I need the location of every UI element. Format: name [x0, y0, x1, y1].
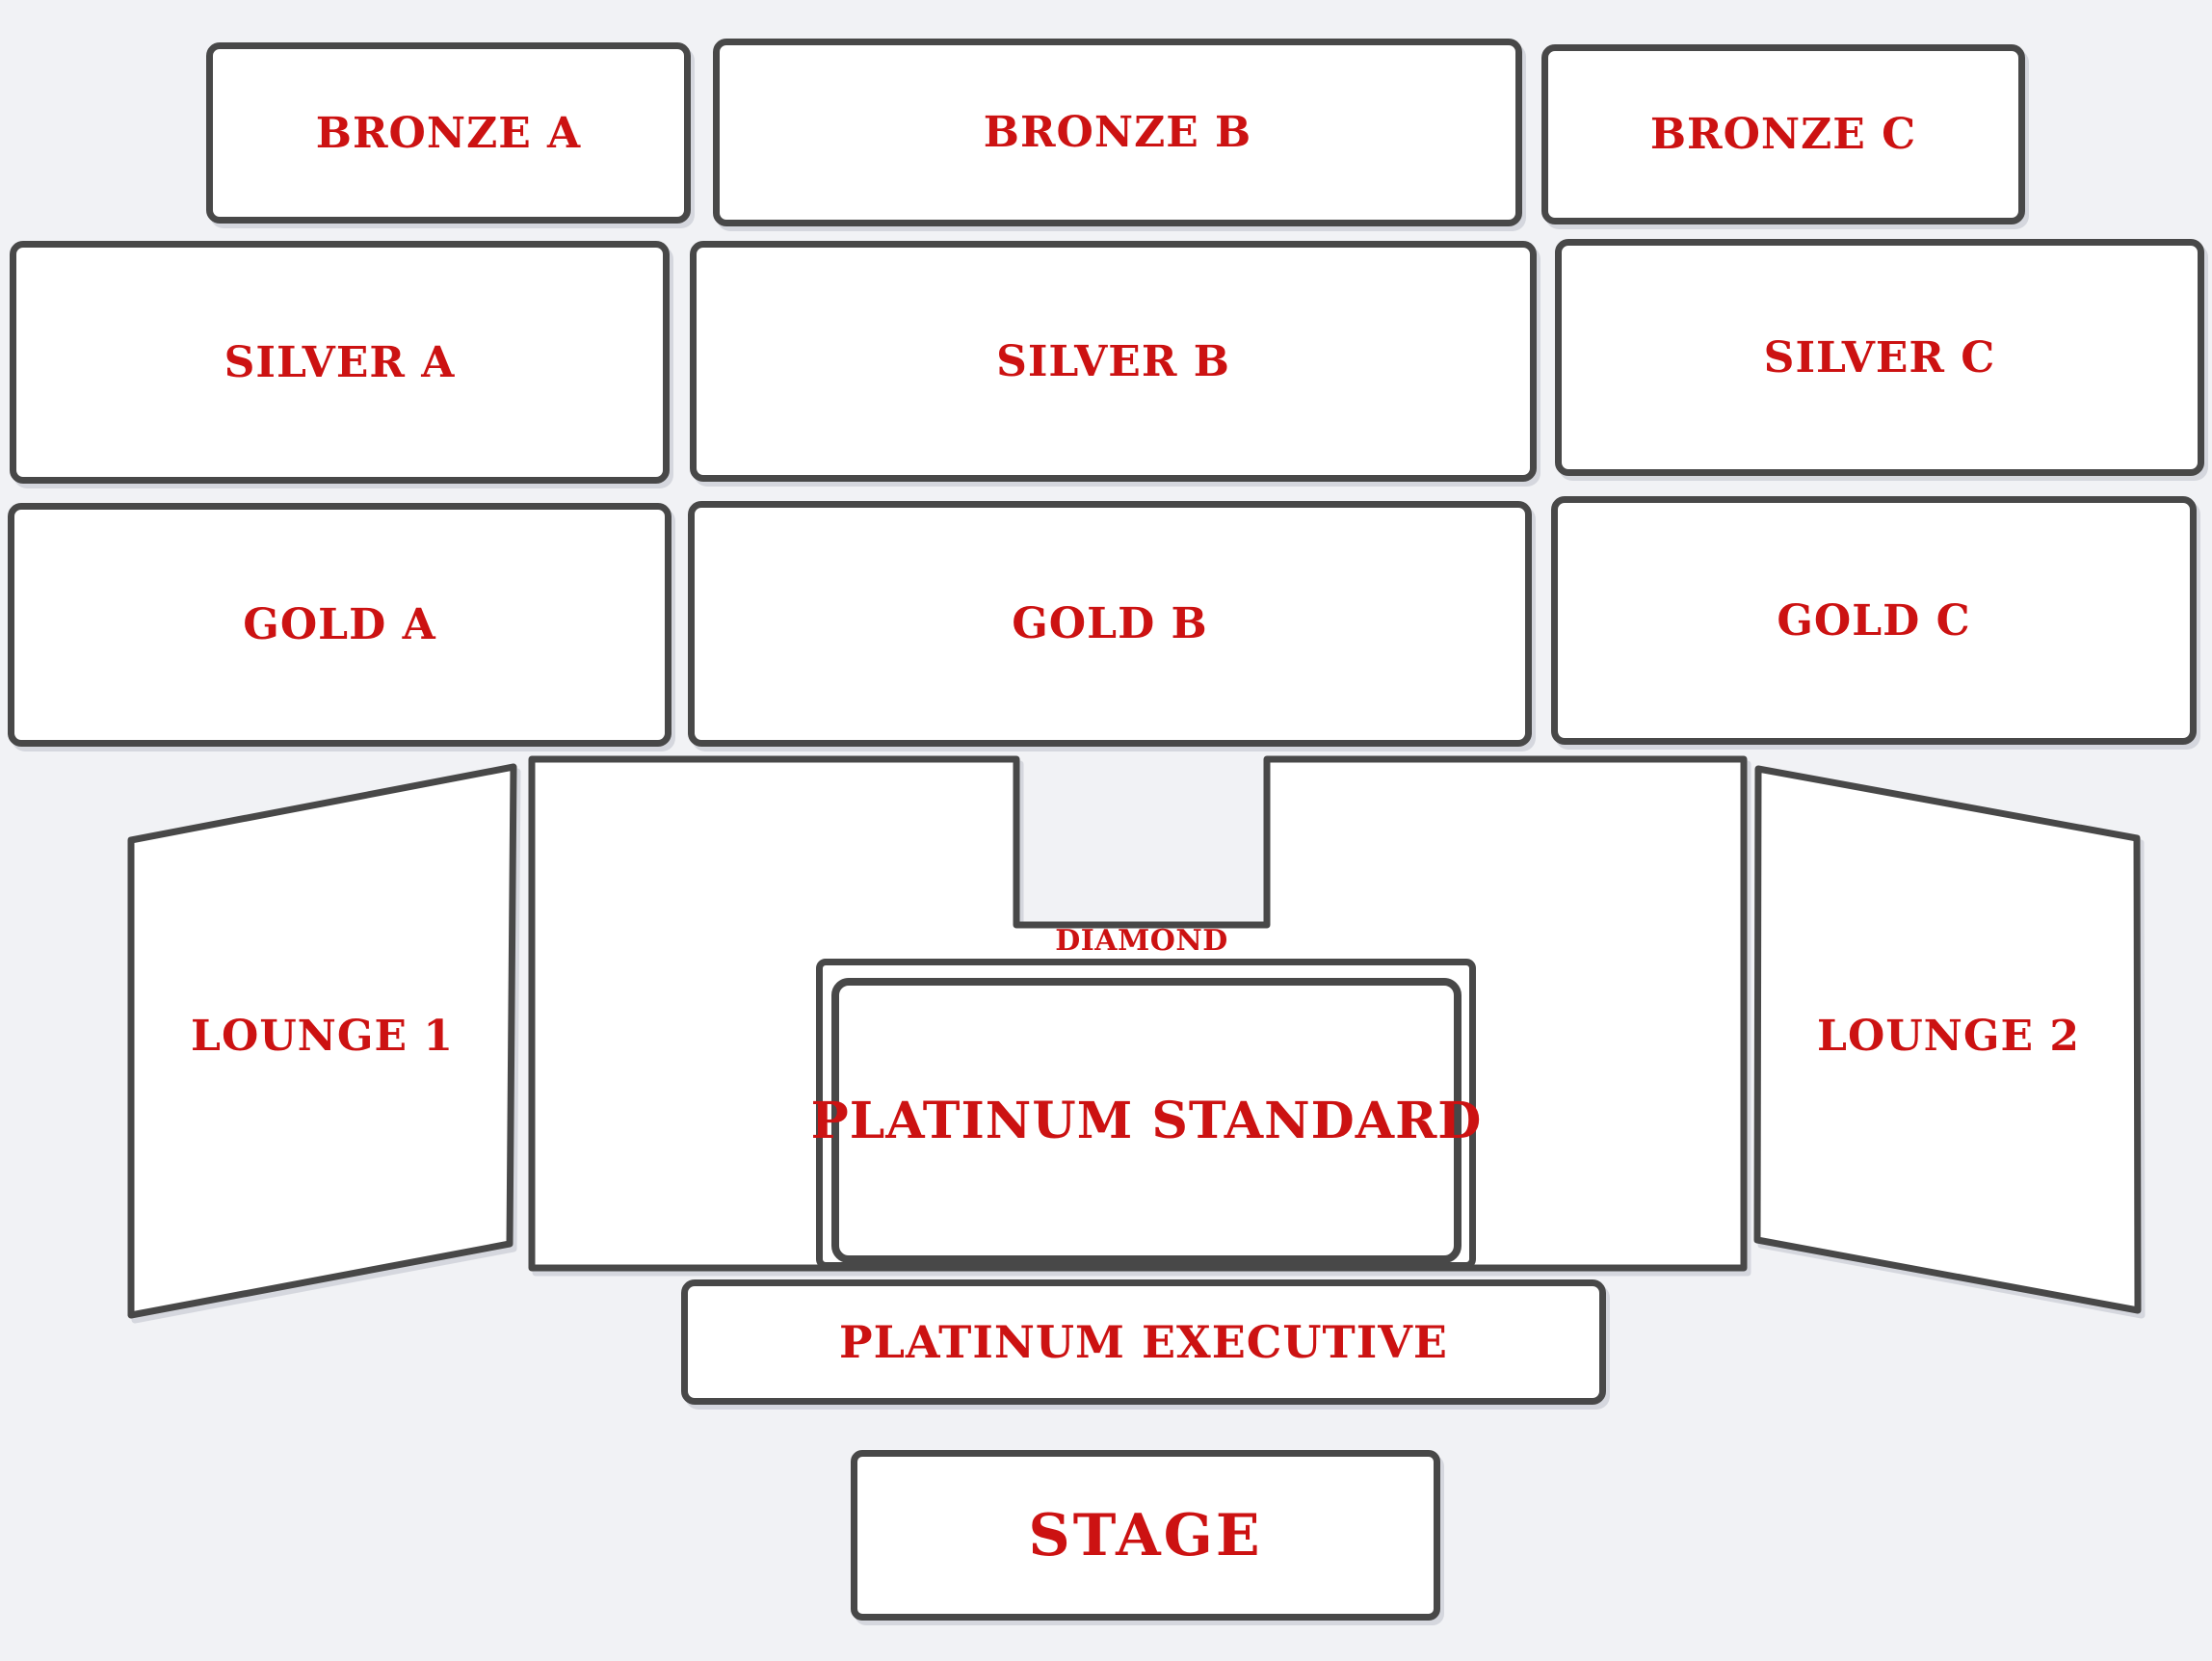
section-lounge-1[interactable] — [127, 763, 517, 1319]
section-platinum-executive[interactable] — [681, 1279, 1606, 1405]
section-platinum-standard[interactable] — [831, 978, 1462, 1263]
section-silver-a[interactable] — [10, 241, 670, 484]
section-silver-b[interactable] — [690, 241, 1537, 482]
section-bronze-b[interactable] — [713, 39, 1522, 226]
stage-box — [851, 1450, 1440, 1621]
section-gold-c[interactable] — [1551, 496, 2197, 745]
section-bronze-c[interactable] — [1541, 44, 2025, 224]
section-bronze-a[interactable] — [206, 42, 691, 224]
section-silver-c[interactable] — [1555, 239, 2204, 476]
section-gold-b[interactable] — [688, 501, 1532, 747]
section-gold-a[interactable] — [8, 503, 672, 747]
section-lounge-2[interactable] — [1753, 765, 2142, 1314]
